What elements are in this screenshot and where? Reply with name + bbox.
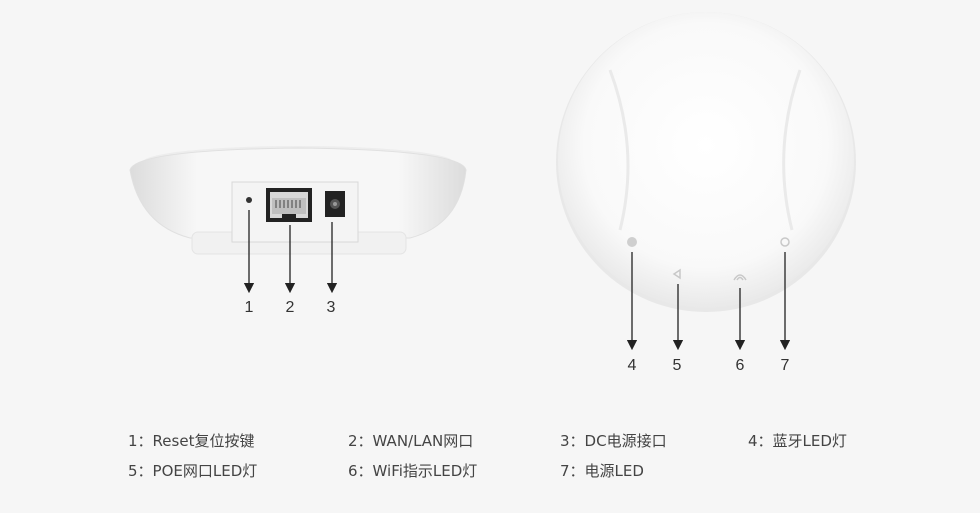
bluetooth-icon (627, 237, 637, 247)
ethernet-icon (672, 268, 681, 280)
callout-number-1: 1 (244, 299, 254, 316)
power-icon (780, 237, 790, 247)
reset-hole (246, 197, 252, 203)
rj45-port (266, 188, 312, 222)
legend-item-7: 7：电源LED (560, 462, 644, 480)
callout-number-7: 7 (780, 357, 790, 374)
dc-jack (325, 191, 345, 217)
side-view-device (129, 146, 467, 255)
legend-item-5: 5：POE网口LED灯 (128, 462, 258, 480)
callout-number-3: 3 (326, 299, 336, 316)
legend-item-2: 2：WAN/LAN网口 (348, 432, 474, 450)
callout-number-2: 2 (285, 299, 295, 316)
top-view-device (556, 12, 856, 312)
callout-arrows (243, 210, 791, 351)
legend-item-3: 3：DC电源接口 (560, 432, 667, 450)
callout-number-6: 6 (735, 357, 745, 374)
legend-item-4: 4：蓝牙LED灯 (748, 432, 847, 450)
legend-item-1: 1：Reset复位按键 (128, 432, 255, 450)
callout-number-5: 5 (672, 357, 682, 374)
callout-number-4: 4 (627, 357, 637, 374)
legend-item-6: 6：WiFi指示LED灯 (348, 462, 478, 480)
wifi-icon (733, 274, 747, 281)
